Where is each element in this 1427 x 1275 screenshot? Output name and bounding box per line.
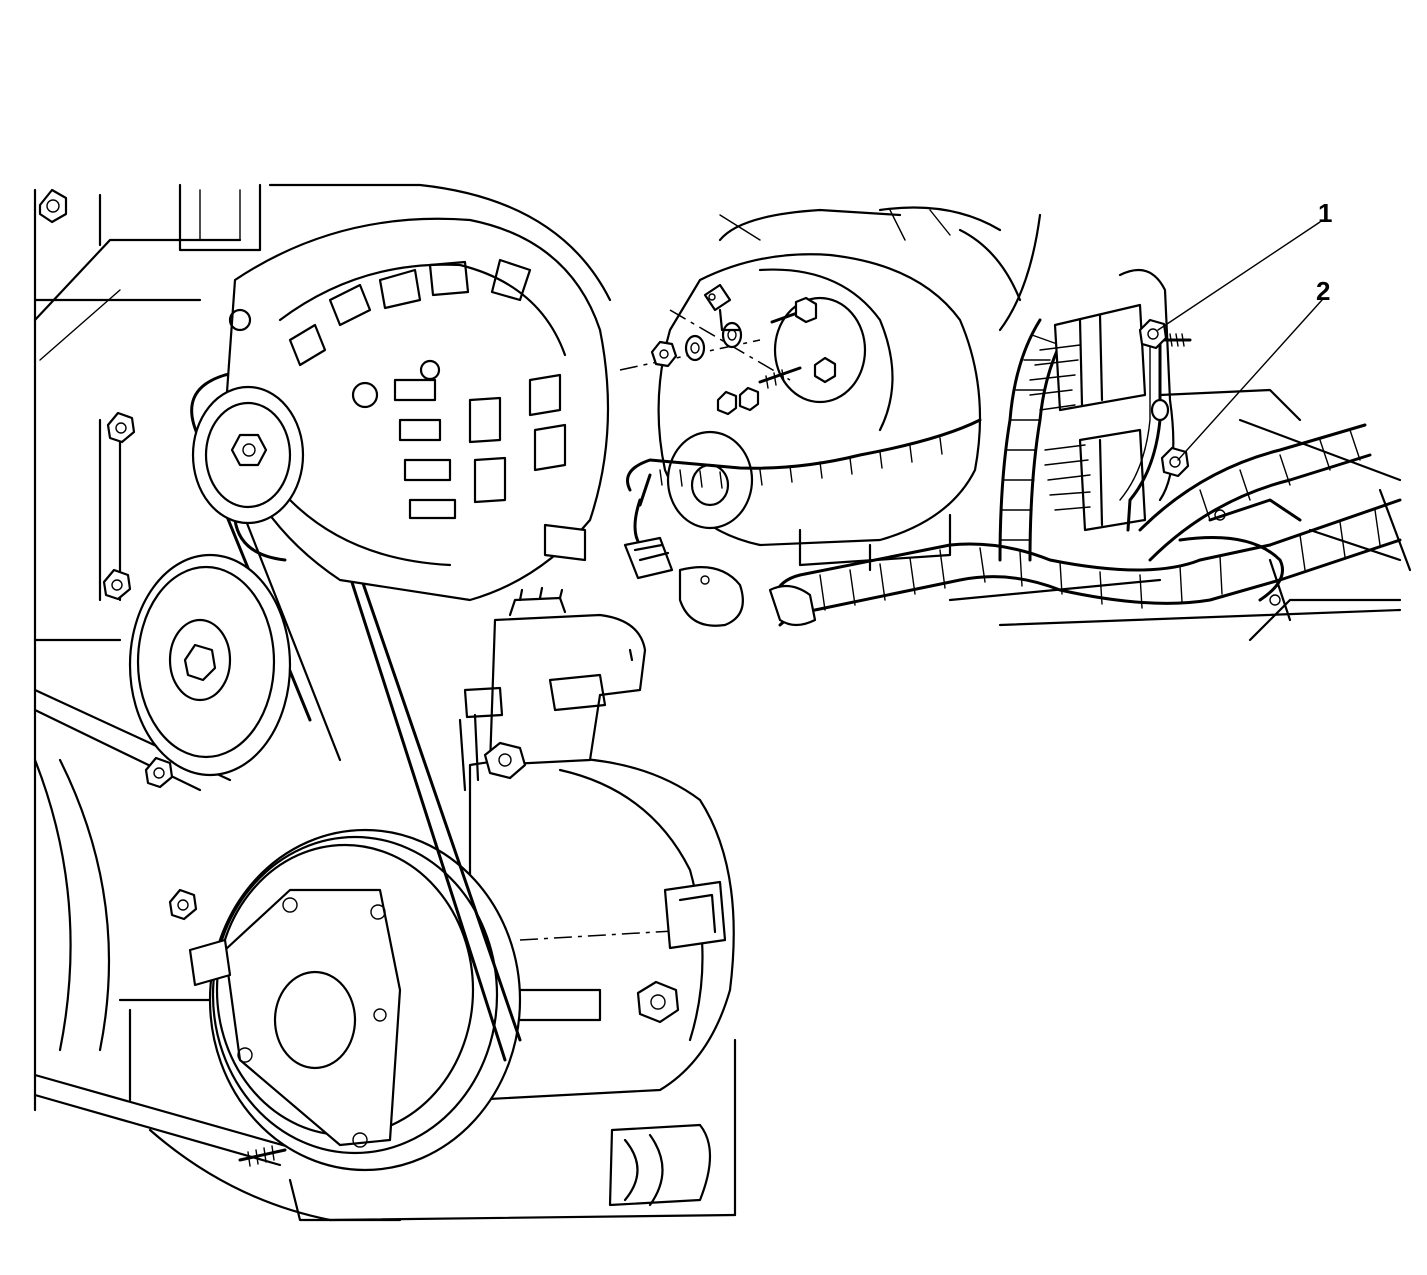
callout-2: 2 xyxy=(1177,276,1330,461)
connector-grey xyxy=(678,566,744,627)
connector-upper-multipin xyxy=(1029,303,1147,412)
ac-connector xyxy=(663,880,727,950)
ac-compressor xyxy=(468,756,735,1207)
bolt-left-4 xyxy=(168,888,198,921)
connector-block xyxy=(463,586,647,767)
washer-1 xyxy=(684,334,706,362)
wiring-harness xyxy=(626,318,1402,627)
connector-bolt xyxy=(483,741,527,780)
starter-stud-upper xyxy=(770,296,818,324)
bolt-left-2 xyxy=(102,568,132,601)
callout-1: 1 xyxy=(1157,198,1332,331)
starter-motor xyxy=(657,208,982,572)
bolt-top-left xyxy=(38,188,68,224)
callout-2-label: 2 xyxy=(1316,276,1330,306)
stud-bottom xyxy=(238,1145,287,1167)
hex-nut-1 xyxy=(650,340,678,368)
generator xyxy=(223,217,610,602)
ground-strap xyxy=(1119,338,1170,532)
idler-pulley xyxy=(128,553,292,777)
multi-pin-connectors xyxy=(1029,268,1175,532)
ground-bolt-lower xyxy=(1160,446,1190,478)
ring-terminal xyxy=(703,283,742,332)
bolt-left-3 xyxy=(144,756,174,789)
bolt-left-1 xyxy=(106,411,136,444)
starter-hardware xyxy=(619,283,837,416)
mounting-bolts xyxy=(38,188,287,1167)
generator-vents xyxy=(288,258,567,520)
generator-pulley xyxy=(191,385,305,525)
starter-stud-lower xyxy=(758,356,837,389)
ac-bolt xyxy=(636,980,680,1024)
ac-clutch-pulley xyxy=(188,828,522,1172)
harness-connectors xyxy=(458,536,744,792)
nut-small xyxy=(716,386,760,416)
connector-black xyxy=(623,536,674,580)
ground-bolt-upper xyxy=(1138,318,1192,350)
right-frame xyxy=(878,206,1412,642)
washer-2 xyxy=(721,321,743,349)
callout-1-label: 1 xyxy=(1318,198,1332,228)
